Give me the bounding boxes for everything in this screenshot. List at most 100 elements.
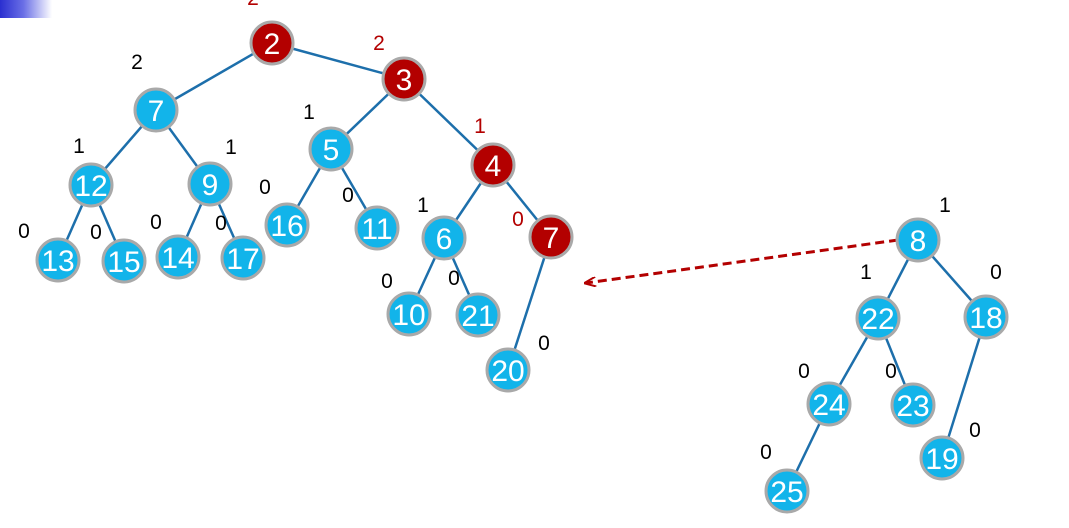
node-key-label: 9 xyxy=(202,169,219,202)
rank-label: 2 xyxy=(131,51,143,74)
node-circle xyxy=(220,235,266,281)
tree-node: 81 xyxy=(895,194,951,263)
rank-label: 1 xyxy=(860,261,872,284)
tree-node: 170 xyxy=(215,212,266,281)
rank-label: 0 xyxy=(18,220,30,243)
rank-label: 1 xyxy=(474,115,486,138)
tree-node: 18 0 xyxy=(963,261,1009,340)
node-key-label: 2 xyxy=(264,28,281,61)
tree-node: 121 xyxy=(68,135,114,208)
tree-node: 13 0 xyxy=(18,220,81,283)
node-circle xyxy=(68,162,114,208)
node-key-label: 10 xyxy=(392,299,425,332)
node-key-label: 24 xyxy=(812,389,845,422)
node-key-label: 22 xyxy=(861,303,894,336)
node-key-label: 12 xyxy=(74,170,107,203)
node-key-label: 7 xyxy=(148,95,165,128)
rank-label: 0 xyxy=(798,360,810,383)
tree-node: 41 xyxy=(470,115,516,188)
corner-gradient-decoration xyxy=(0,0,52,18)
tree-node: 150 xyxy=(90,221,147,284)
rank-label: 0 xyxy=(259,176,271,199)
tree-node: 51 xyxy=(303,101,354,172)
rank-label: 1 xyxy=(417,194,429,217)
tree-node: 11 0 xyxy=(342,184,400,251)
node-circle xyxy=(764,468,810,514)
node-circle xyxy=(470,142,516,188)
node-key-label: 13 xyxy=(41,245,74,278)
node-key-label: 4 xyxy=(485,150,502,183)
node-key-label: 19 xyxy=(925,443,958,476)
merge-arrow xyxy=(586,238,899,283)
node-circle xyxy=(187,161,233,207)
rank-label: 0 xyxy=(150,211,162,234)
node-circle xyxy=(308,126,354,172)
node-circle xyxy=(249,20,295,66)
tree-node: 22 1 xyxy=(855,261,901,341)
rank-label: 0 xyxy=(90,221,102,244)
tree-node: 91 xyxy=(187,136,237,207)
rank-label: 0 xyxy=(990,261,1002,284)
node-key-label: 23 xyxy=(896,390,929,423)
node-key-label: 5 xyxy=(323,134,340,167)
node-circle xyxy=(101,238,147,284)
node-circle xyxy=(421,215,467,261)
tree-edge xyxy=(506,236,553,371)
tree-node: 72 xyxy=(131,51,179,133)
node-circle xyxy=(890,382,936,428)
tree-node: 25 0 xyxy=(760,441,810,514)
tree-node: 140 xyxy=(150,211,201,280)
rank-label: 0 xyxy=(885,360,897,383)
node-key-label: 17 xyxy=(226,243,259,276)
rank-label: 0 xyxy=(215,212,227,235)
node-circle xyxy=(806,381,852,427)
node-circle xyxy=(264,202,310,248)
node-circle xyxy=(155,234,201,280)
tree-node: 100 xyxy=(381,270,432,337)
node-key-label: 11 xyxy=(361,213,392,246)
node-key-label: 8 xyxy=(910,225,927,258)
rank-label: 1 xyxy=(225,136,237,159)
tree-node: 20 0 xyxy=(485,332,550,393)
node-circle xyxy=(386,291,432,337)
node-circle xyxy=(528,214,574,260)
node-key-label: 15 xyxy=(107,246,140,279)
node-circle xyxy=(855,295,901,341)
rank-label: 0 xyxy=(760,441,772,464)
rank-label: 0 xyxy=(381,270,393,293)
tree-edge xyxy=(940,316,988,459)
tree-node: 210 xyxy=(448,267,501,338)
rank-label: 2 xyxy=(247,0,259,10)
nodes-layer: 2272321219151411301501401701601106170100… xyxy=(18,0,1009,514)
node-circle xyxy=(35,237,81,283)
tree-node: 22 xyxy=(247,0,295,66)
rank-label: 0 xyxy=(512,208,524,231)
node-circle xyxy=(354,205,400,251)
node-circle xyxy=(381,56,427,102)
tree-node: 230 xyxy=(885,360,936,428)
node-key-label: 3 xyxy=(396,64,413,97)
tree-node: 61 xyxy=(417,194,467,261)
node-circle xyxy=(963,294,1009,340)
rank-label: 0 xyxy=(538,332,550,355)
node-circle xyxy=(133,87,179,133)
node-key-label: 6 xyxy=(436,223,453,256)
node-key-label: 18 xyxy=(969,302,1002,335)
node-key-label: 16 xyxy=(270,210,303,243)
node-key-label: 25 xyxy=(770,476,803,509)
rank-label: 0 xyxy=(342,184,354,207)
node-key-label: 14 xyxy=(161,242,194,275)
node-circle xyxy=(895,217,941,263)
node-key-label: 20 xyxy=(491,355,524,388)
rank-label: 0 xyxy=(448,267,460,290)
tree-node: 32 xyxy=(373,32,427,102)
rank-label: 0 xyxy=(969,419,981,442)
tree-node: 240 xyxy=(798,360,852,427)
node-circle xyxy=(455,292,501,338)
node-key-label: 7 xyxy=(543,222,560,255)
node-key-label: 21 xyxy=(461,300,494,333)
node-circle xyxy=(919,435,965,481)
node-circle xyxy=(485,347,531,393)
